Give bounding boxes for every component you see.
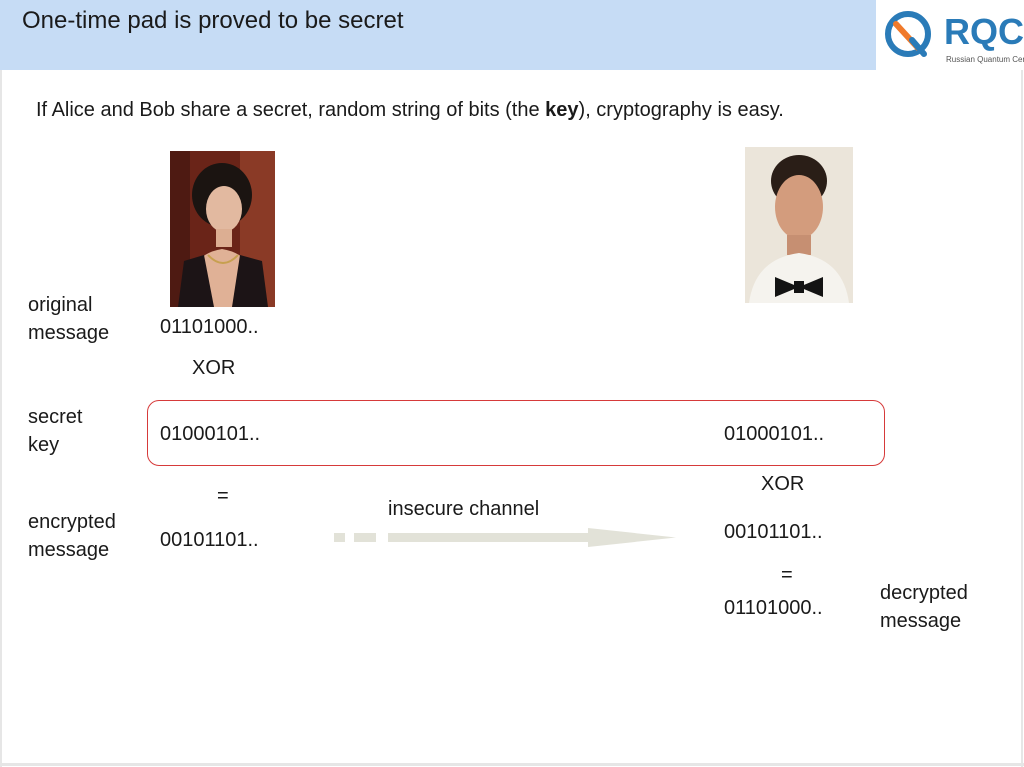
bob-encrypted-bits: 00101101..	[724, 521, 823, 543]
frame-bottom	[0, 763, 1024, 766]
alice-xor-label: XOR	[192, 357, 236, 379]
intro-prefix: If Alice and Bob share a secret, random …	[36, 99, 546, 121]
alice-equals: =	[217, 485, 229, 507]
bob-xor-label: XOR	[761, 473, 805, 495]
bob-equals: =	[781, 564, 793, 586]
shared-key-highlight	[147, 400, 885, 466]
label-original-line2: message	[28, 322, 110, 344]
bob-decrypted-bits: 01101000..	[724, 597, 823, 619]
title-bar	[0, 0, 876, 70]
logo-subtitle: Russian Quantum Center	[946, 55, 1024, 64]
label-secret-line2: key	[28, 434, 60, 456]
bob-key-bits: 01000101..	[724, 423, 825, 445]
frame-right	[1021, 70, 1023, 767]
label-encrypted-line1: encrypted	[28, 511, 116, 533]
rqc-logo-graphic: RQC Russian Quantum Center	[885, 11, 1024, 64]
label-encrypted-line2: message	[28, 539, 110, 561]
insecure-channel-arrow	[334, 528, 676, 547]
label-original-line1: original	[28, 294, 93, 316]
alice-photo	[170, 151, 275, 307]
intro-text: If Alice and Bob share a secret, random …	[36, 97, 784, 123]
label-decrypted-line2: message	[880, 610, 962, 632]
alice-original-bits: 01101000..	[160, 316, 259, 338]
rqc-logo: RQC Russian Quantum Center	[878, 0, 1024, 70]
frame-left	[0, 70, 2, 767]
slide-title: One-time pad is proved to be secret	[22, 7, 404, 34]
intro-suffix: ), cryptography is easy.	[578, 99, 784, 121]
label-secret-line1: secret	[28, 406, 83, 428]
alice-encrypted-bits: 00101101..	[160, 529, 259, 551]
label-decrypted-line1: decrypted	[880, 582, 968, 604]
intro-key-word: key	[545, 99, 579, 121]
insecure-channel-label: insecure channel	[388, 498, 540, 520]
alice-key-bits: 01000101..	[160, 423, 261, 445]
bob-photo	[745, 147, 853, 303]
logo-brand: RQC	[944, 11, 1024, 52]
